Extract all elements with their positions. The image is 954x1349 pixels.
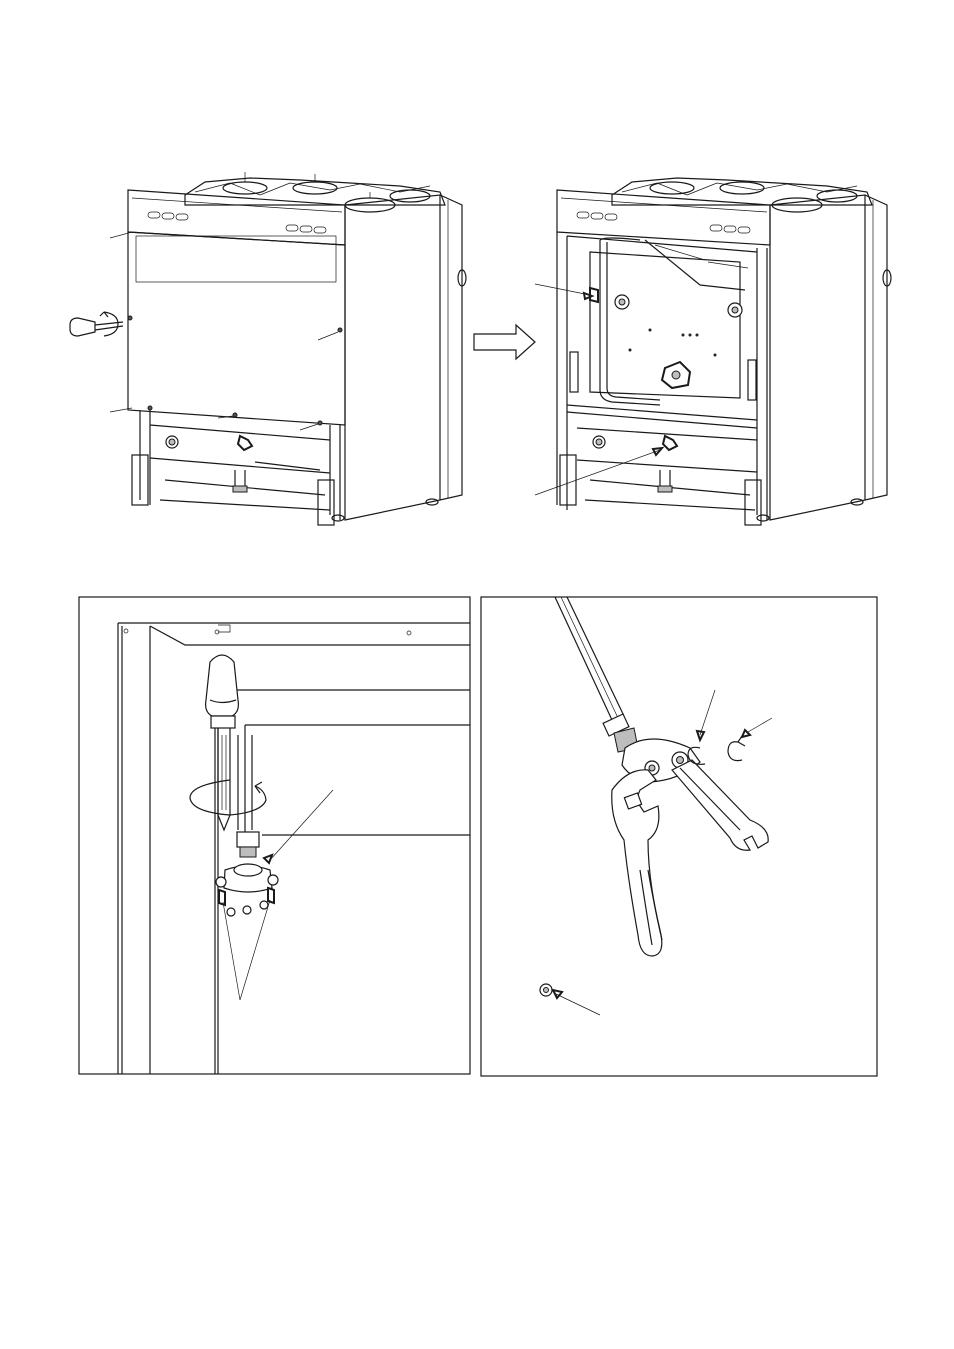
hob-grates <box>184 172 446 213</box>
cooker-with-back-panel <box>69 172 467 526</box>
right-arrow-icon <box>473 323 536 361</box>
spanner-icon <box>671 759 769 851</box>
screwdriver-icon-large <box>205 654 239 832</box>
screwdriver-detail <box>78 596 471 1075</box>
wrench-icon <box>611 769 663 957</box>
wrench-detail <box>480 596 878 1077</box>
screwdriver-icon <box>69 311 124 337</box>
hob-grates-2 <box>611 177 873 213</box>
cooker-panel-removed <box>534 177 892 526</box>
